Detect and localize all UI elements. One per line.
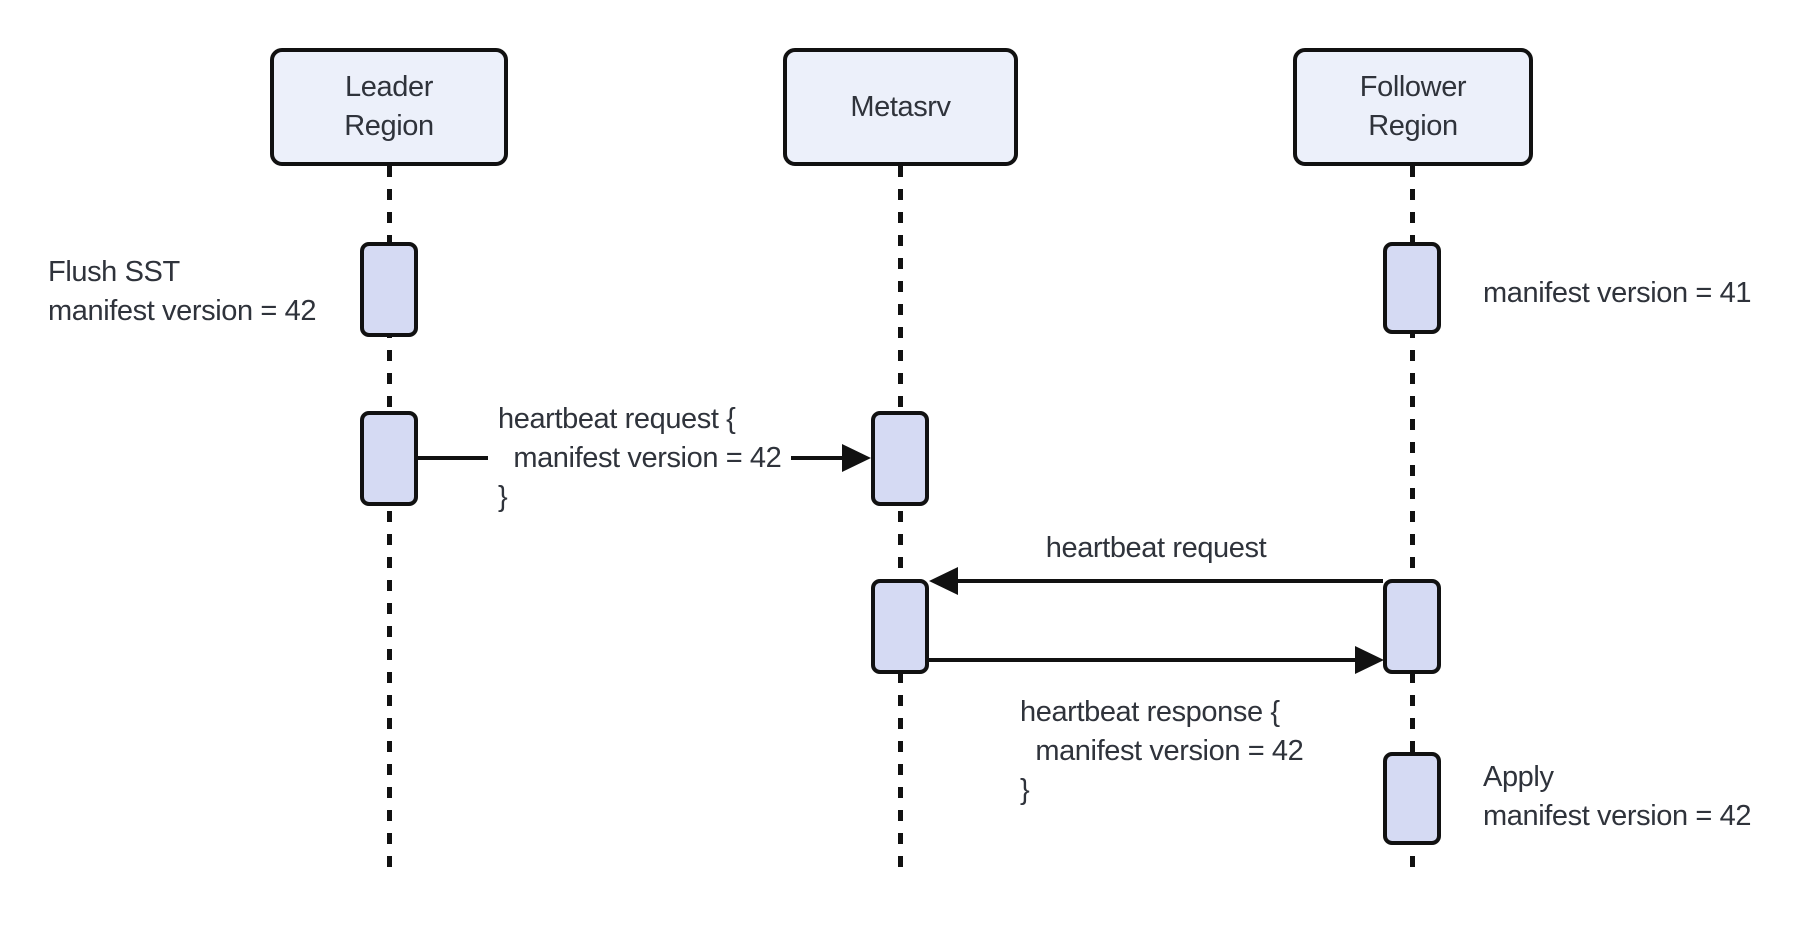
annotation-manifest-version-41: manifest version = 41 bbox=[1483, 277, 1752, 309]
activation-leader-heartbeat bbox=[360, 411, 418, 506]
lifeline-leader-region bbox=[387, 166, 392, 879]
lifeline-metasrv bbox=[898, 166, 903, 879]
participant-follower-region: Follower Region bbox=[1293, 48, 1533, 166]
arrowhead-icon bbox=[1355, 646, 1384, 674]
message-label-heartbeat-request: heartbeat request bbox=[1045, 532, 1267, 564]
activation-follower-apply bbox=[1383, 752, 1441, 845]
participant-metasrv-label: Metasrv bbox=[850, 90, 951, 123]
arrowhead-icon bbox=[842, 444, 871, 472]
activation-follower-manifest41 bbox=[1383, 242, 1441, 334]
activation-follower-heartbeat bbox=[1383, 579, 1441, 674]
annotation-flush-sst: Flush SST manifest version = 42 bbox=[48, 256, 317, 327]
activation-metasrv-heartbeat-1 bbox=[871, 411, 929, 506]
participant-leader-region: Leader Region bbox=[270, 48, 508, 166]
participant-follower-region-label: Follower Region bbox=[1359, 71, 1467, 142]
message-line-follower-to-metasrv bbox=[955, 579, 1383, 583]
message-label-heartbeat-request-manifest42: heartbeat request { manifest version = 4… bbox=[488, 400, 792, 517]
activation-metasrv-heartbeat-2 bbox=[871, 579, 929, 674]
message-label-heartbeat-response-manifest42: heartbeat response { manifest version = … bbox=[1020, 696, 1304, 806]
lifeline-follower-region bbox=[1410, 166, 1415, 879]
activation-leader-flush bbox=[360, 242, 418, 337]
annotation-apply-manifest-42: Apply manifest version = 42 bbox=[1483, 761, 1752, 832]
message-line-metasrv-to-follower bbox=[929, 658, 1358, 662]
participant-metasrv: Metasrv bbox=[783, 48, 1018, 166]
arrowhead-icon bbox=[929, 567, 958, 595]
participant-leader-region-label: Leader Region bbox=[344, 71, 434, 142]
